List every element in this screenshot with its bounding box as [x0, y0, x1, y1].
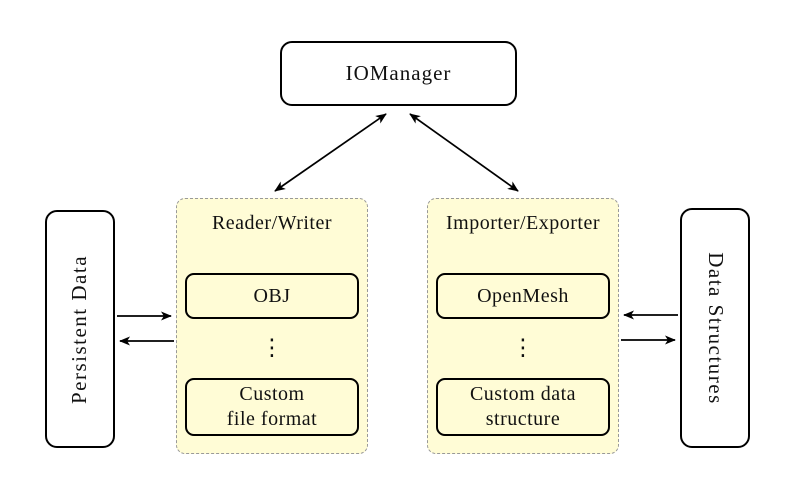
importer-exporter-title: Importer/Exporter	[446, 212, 600, 234]
arrow-iomanager-importer-exporter	[409, 113, 519, 192]
node-custom-file-format: Custom file format	[185, 378, 359, 436]
persistent-data-label: Persistent Data	[67, 254, 92, 404]
node-custom-data-structure: Custom data structure	[436, 378, 610, 436]
node-openmesh: OpenMesh	[436, 273, 610, 319]
openmesh-label: OpenMesh	[477, 284, 569, 307]
group-importer-exporter: Importer/Exporter OpenMesh ⋮ Custom data…	[427, 198, 619, 454]
custom-file-format-line1: Custom	[239, 383, 305, 405]
data-structures-label: Data Structures	[703, 251, 728, 405]
reader-writer-title: Reader/Writer	[211, 212, 333, 234]
iomanager-label: IOManager	[345, 61, 452, 85]
node-persistent-data: Persistent Data	[45, 210, 115, 448]
node-data-structures: Data Structures	[680, 208, 750, 448]
reader-writer-ellipsis: ⋮	[260, 335, 284, 361]
custom-data-structure-line1: Custom data	[469, 383, 577, 405]
obj-label: OBJ	[253, 284, 291, 307]
node-obj: OBJ	[185, 273, 359, 319]
importer-exporter-ellipsis: ⋮	[511, 335, 535, 361]
node-iomanager: IOManager	[280, 41, 517, 106]
arrow-iomanager-reader-writer	[274, 113, 387, 192]
group-reader-writer: Reader/Writer OBJ ⋮ Custom file format	[176, 198, 368, 454]
custom-data-structure-line2: structure	[485, 408, 561, 430]
custom-file-format-line2: file format	[226, 408, 318, 430]
